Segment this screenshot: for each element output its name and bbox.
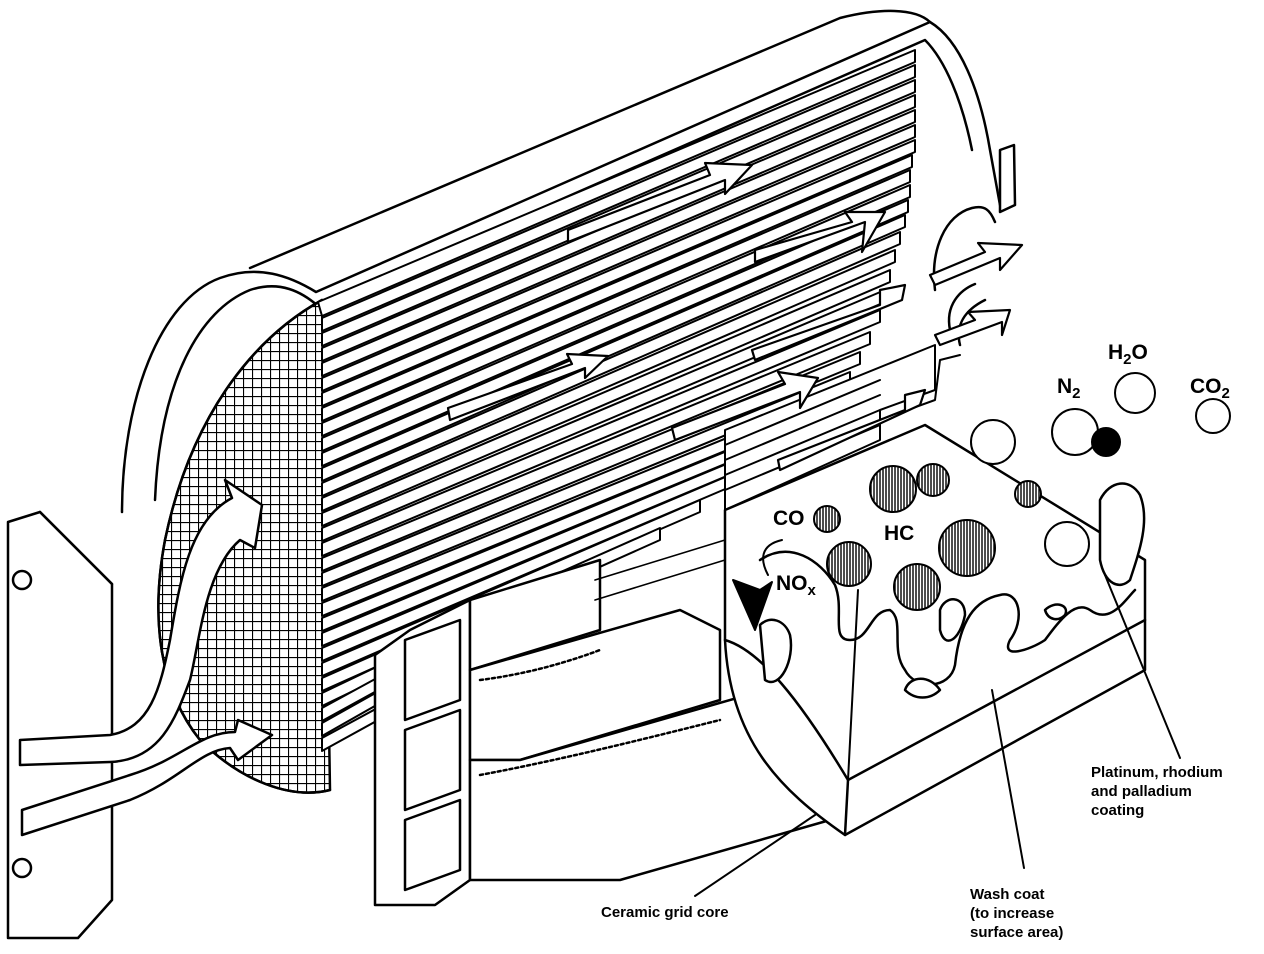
n2-molecule-b: [1091, 427, 1121, 457]
wash-coat-line-3: surface area): [970, 924, 1064, 941]
hc-molecule-3: [938, 519, 996, 577]
exhaust-outlet-arrows: [928, 241, 1024, 347]
hc-molecule-2: [916, 463, 950, 497]
co-label: CO: [773, 507, 805, 530]
wash-coat-leader: [991, 689, 1025, 869]
channel-fins: [317, 49, 916, 752]
ceramic-blocks: [373, 558, 832, 907]
coating-leader-2: [847, 589, 859, 781]
nox-leader: [762, 539, 783, 576]
coating-leader: [1104, 574, 1181, 759]
coating-line-2: and palladium: [1091, 783, 1192, 800]
co2-label: CO2: [1190, 375, 1230, 403]
ceramic-core-leader: [694, 814, 816, 897]
coating-label: Platinum, rhodium and palladium coating: [1091, 763, 1223, 820]
n2-molecule-a: [1051, 408, 1099, 456]
ceramic-grid-face: [157, 298, 332, 794]
wash-coat-line-2: (to increase: [970, 905, 1055, 922]
leader-lines: [594, 539, 1181, 897]
co2-molecule: [1195, 398, 1231, 434]
wash-coat-label: Wash coat (to increase surface area): [970, 885, 1063, 942]
ceramic-core-label: Ceramic grid core: [601, 904, 729, 921]
nox-small-atom: [732, 579, 773, 631]
hc-molecule-1: [869, 465, 917, 513]
coating-line-3: coating: [1091, 802, 1145, 819]
coating-line-1: Platinum, rhodium: [1091, 764, 1223, 781]
h2o-label: H2O: [1108, 341, 1148, 369]
wash-coat-line-1: Wash coat: [970, 886, 1045, 903]
hc-molecule-5: [1014, 480, 1042, 508]
co-molecule: [813, 505, 841, 533]
molecules: [732, 372, 1231, 631]
flow-arrows-internal: [446, 161, 927, 472]
exhaust-inlet-arrow-lower: [20, 718, 274, 837]
reaction-molecule-2: [1044, 521, 1090, 567]
exhaust-inlet-arrow-upper: [18, 478, 264, 767]
n2-label: N2: [1057, 375, 1081, 403]
hc-molecule-4: [893, 563, 941, 611]
inlet-flange: [6, 510, 114, 940]
nox-molecule: [826, 541, 872, 587]
nox-label: NOx: [776, 572, 816, 600]
h2o-molecule: [1114, 372, 1156, 414]
reaction-molecule-1: [970, 419, 1016, 465]
hc-label: HC: [884, 522, 915, 545]
